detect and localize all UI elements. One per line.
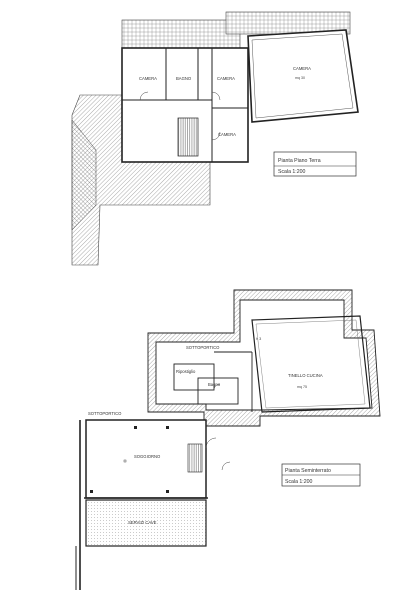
basement-dim-label: h 3	[256, 337, 261, 341]
basement-legend-title: Pianta Seminterrato	[285, 468, 331, 474]
basement-bagno-label: Bagno	[208, 382, 221, 387]
basement-bagno	[197, 377, 239, 405]
ground-room-camera-1: CAMERA	[139, 76, 157, 81]
ground-floor-plan: CAMERA BAGNO CAMERA CAMERA mq 30 CAMERA …	[71, 11, 359, 266]
basement-soggiorno	[85, 419, 207, 499]
ground-legend-title: Pianta Piano Terra	[278, 158, 321, 164]
ground-room-camera-3: CAMERA	[218, 132, 236, 137]
terrace-tiles	[121, 19, 241, 49]
basement-sottoportico-top: SOTTOPORTICO	[186, 345, 220, 350]
basement-ripostiglio-label: Ripostiglio	[176, 369, 196, 374]
basement-servizi	[85, 499, 207, 547]
roof-hatch-left-b	[71, 119, 97, 231]
basement-soggiorno-label: SOGGIORNO	[134, 454, 161, 459]
basement-tinello	[251, 315, 371, 413]
basement-tinello-area: mq 75	[297, 385, 307, 389]
ground-room-camera-big: CAMERA	[293, 66, 311, 71]
ground-room-camera-big-area: mq 30	[295, 76, 305, 80]
basement-ripostiglio	[173, 363, 215, 391]
basement-tinello-label: TINELLO CUCINA	[288, 373, 323, 378]
basement-sottoportico-left: SOTTOPORTICO	[88, 411, 122, 416]
basement-legend: Pianta Seminterrato Scala 1:200	[281, 463, 361, 487]
ground-room-camera-2: CAMERA	[217, 76, 235, 81]
basement-legend-scale: Scala 1:200	[285, 479, 313, 485]
ground-legend: Pianta Piano Terra Scala 1:200	[273, 151, 357, 177]
ground-camera-big	[247, 29, 359, 123]
basement-servizi-label: SERVIZI CAVE	[128, 520, 157, 525]
ground-legend-scale: Scala 1:200	[278, 169, 306, 175]
basement-stair	[187, 443, 203, 473]
semi-basement-plan: SOTTOPORTICO SOTTOPORTICO Ripostiglio Ba…	[75, 289, 381, 590]
ground-room-bagno: BAGNO	[176, 76, 192, 81]
ground-stair	[177, 117, 199, 157]
